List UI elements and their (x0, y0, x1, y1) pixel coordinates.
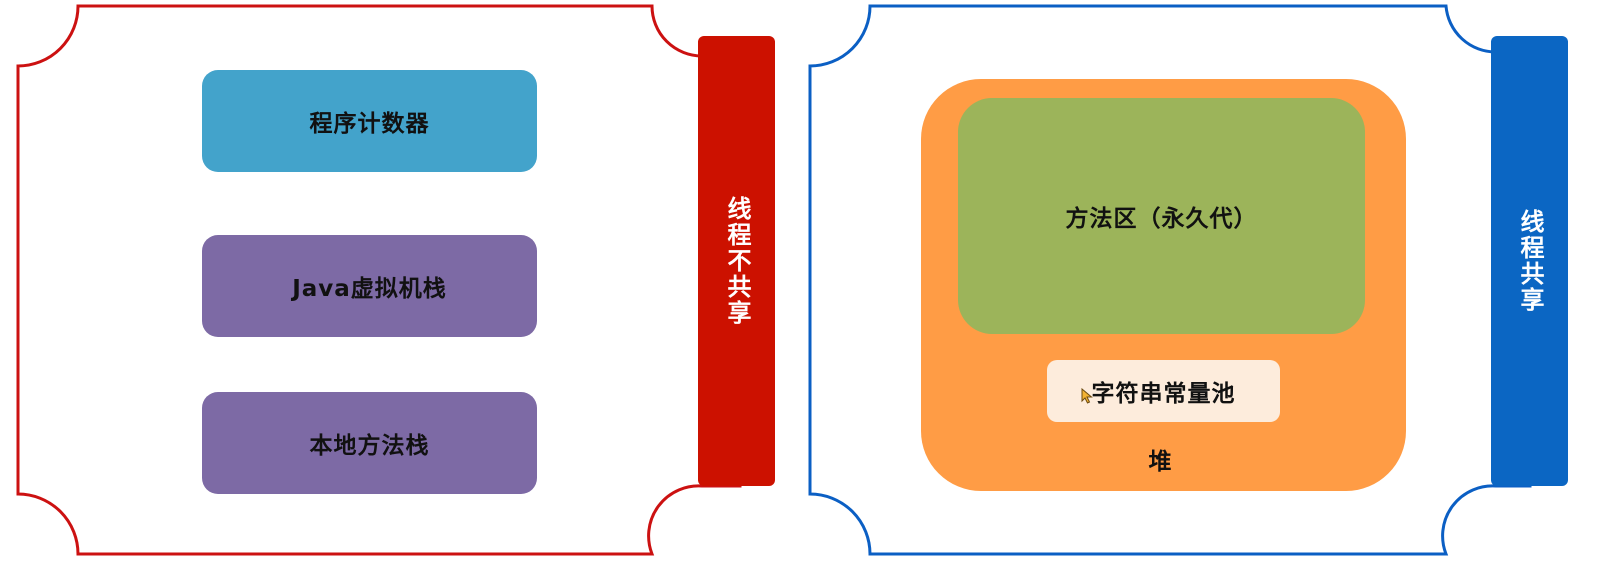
left-panel-frame (16, 4, 742, 556)
jvm-stack-box: Java虚拟机栈 (202, 235, 537, 337)
native-method-stack-label: 本地方法栈 (309, 433, 430, 459)
jvm-stack-label: Java虚拟机栈 (292, 276, 447, 302)
thread-private-label: 线程不共享 (723, 196, 751, 326)
heap-label: 堆 (1148, 449, 1172, 475)
method-area-box: 方法区（永久代） (958, 98, 1365, 334)
program-counter-box: 程序计数器 (202, 70, 537, 172)
thread-shared-band: 线程共享 (1491, 36, 1568, 486)
mouse-cursor-icon (1081, 388, 1093, 404)
string-constant-pool-label: 字符串常量池 (1091, 381, 1236, 407)
method-area-label: 方法区（永久代） (1065, 206, 1258, 232)
thread-private-band: 线程不共享 (698, 36, 775, 486)
string-constant-pool-box: 字符串常量池 (1047, 360, 1280, 422)
native-method-stack-box: 本地方法栈 (202, 392, 537, 494)
program-counter-label: 程序计数器 (309, 111, 430, 137)
thread-shared-label: 线程共享 (1516, 209, 1544, 313)
right-panel-frame (808, 4, 1532, 556)
